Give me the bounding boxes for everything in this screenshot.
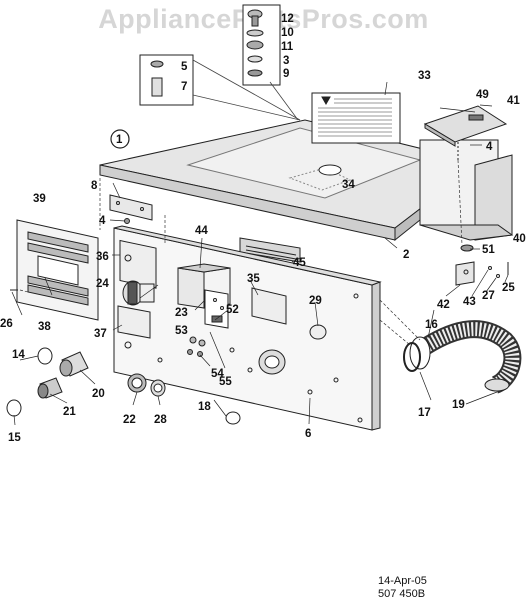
callout-24: 24 bbox=[96, 278, 109, 290]
spacer-hardware bbox=[139, 54, 194, 106]
callout-4a: 4 bbox=[486, 141, 493, 153]
callout-12: 12 bbox=[281, 13, 294, 25]
callout-36: 36 bbox=[96, 251, 109, 263]
flex-duct bbox=[403, 320, 522, 394]
grille-panel bbox=[16, 219, 99, 321]
top-cover bbox=[99, 119, 482, 242]
callout-23: 23 bbox=[175, 307, 188, 319]
control-panel bbox=[113, 225, 382, 431]
callout-1: 1 bbox=[116, 134, 123, 146]
callout-8: 8 bbox=[91, 180, 98, 192]
mount-bracket bbox=[455, 261, 509, 286]
callout-labels: 1 2 3 4 4 5 6 7 8 9 10 11 12 14 15 16 17… bbox=[0, 13, 526, 444]
callout-49: 49 bbox=[476, 89, 489, 101]
callout-33: 33 bbox=[418, 70, 431, 82]
footer-date: 14-Apr-05 bbox=[378, 575, 427, 587]
callout-4b: 4 bbox=[99, 215, 106, 227]
cover-plate bbox=[423, 105, 508, 160]
conduit-nuts bbox=[127, 373, 166, 397]
callout-38: 38 bbox=[38, 321, 51, 333]
callout-37: 37 bbox=[94, 328, 107, 340]
callout-41: 41 bbox=[507, 95, 520, 107]
callout-43: 43 bbox=[463, 296, 476, 308]
callout-22: 22 bbox=[123, 414, 136, 426]
callout-29: 29 bbox=[309, 295, 322, 307]
callout-16: 16 bbox=[425, 319, 438, 331]
callout-15: 15 bbox=[8, 432, 21, 444]
cable-fittings bbox=[6, 347, 89, 417]
callout-45: 45 bbox=[293, 257, 306, 269]
callout-53: 53 bbox=[175, 325, 188, 337]
bracket-rail bbox=[239, 237, 301, 263]
callout-21: 21 bbox=[63, 406, 76, 418]
callout-5: 5 bbox=[181, 61, 188, 73]
callout-39: 39 bbox=[33, 193, 46, 205]
control-board bbox=[177, 263, 231, 329]
warning-label bbox=[311, 92, 401, 144]
callout-9: 9 bbox=[283, 68, 289, 80]
callout-55: 55 bbox=[219, 376, 232, 388]
callout-35: 35 bbox=[247, 273, 260, 285]
side-housing bbox=[419, 139, 514, 241]
callout-40: 40 bbox=[513, 233, 526, 245]
hole-plug bbox=[225, 411, 241, 425]
callout-27: 27 bbox=[482, 290, 495, 302]
callout-44: 44 bbox=[195, 225, 208, 237]
callout-6: 6 bbox=[305, 428, 311, 440]
callout-14: 14 bbox=[12, 349, 25, 361]
callout-17: 17 bbox=[418, 407, 431, 419]
callout-2: 2 bbox=[403, 249, 409, 261]
callout-18: 18 bbox=[198, 401, 211, 413]
callout-19: 19 bbox=[452, 399, 465, 411]
rotary-switch bbox=[122, 280, 155, 306]
bracket-left bbox=[109, 194, 153, 221]
callout-51: 51 bbox=[482, 244, 495, 256]
callout-42: 42 bbox=[437, 299, 450, 311]
callout-7: 7 bbox=[181, 81, 187, 93]
callout-52: 52 bbox=[226, 304, 239, 316]
callout-28: 28 bbox=[154, 414, 167, 426]
callout-25: 25 bbox=[502, 282, 515, 294]
callout-circle-1 bbox=[110, 129, 130, 149]
callout-26: 26 bbox=[0, 318, 13, 330]
hardware-stack bbox=[242, 4, 281, 86]
small-fasteners bbox=[187, 336, 206, 357]
callout-11: 11 bbox=[281, 41, 294, 53]
callout-20: 20 bbox=[92, 388, 105, 400]
footer-code: 507 450B bbox=[378, 588, 426, 600]
callout-10: 10 bbox=[281, 27, 294, 39]
callout-54: 54 bbox=[211, 368, 224, 380]
callout-34: 34 bbox=[342, 179, 355, 191]
grommet bbox=[460, 244, 474, 252]
callout-3: 3 bbox=[283, 55, 289, 67]
